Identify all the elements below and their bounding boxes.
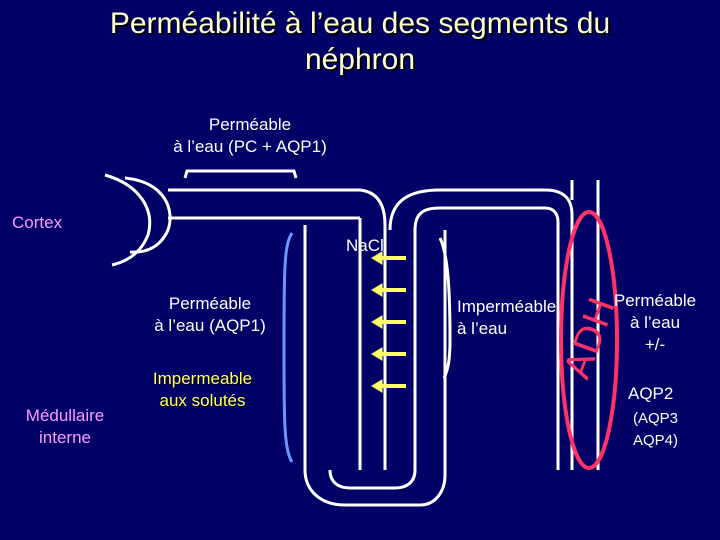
aqp2-label: AQP2 bbox=[628, 384, 674, 403]
descending-limb-label-line-1: Perméable bbox=[168, 294, 252, 313]
impermeable-water-line-2: à l’eau bbox=[457, 319, 508, 338]
loop-bottom-outer bbox=[385, 230, 447, 507]
collecting-duct-permeable-label: Perméable à l’eau +/- bbox=[600, 290, 710, 356]
nacl-arrow bbox=[371, 251, 406, 265]
title-line-2: néphron bbox=[304, 43, 416, 76]
collecting-curve-inner bbox=[544, 206, 560, 470]
medullaire-label-line-1: Médullaire bbox=[25, 406, 105, 425]
impermeable-solutes-line-2: aux solutés bbox=[159, 391, 246, 410]
impermeable-solutes-label: Impermeable aux solutés bbox=[135, 368, 270, 412]
proximal-bracket bbox=[183, 169, 298, 179]
descending-bracket bbox=[282, 232, 294, 463]
nacl-arrow bbox=[371, 379, 406, 393]
nacl-arrows bbox=[371, 251, 406, 393]
impermeable-water-line-1: Imperméable bbox=[457, 297, 557, 316]
nacl-arrow bbox=[371, 315, 406, 329]
ascending-upper-outer bbox=[388, 188, 545, 231]
nacl-arrow bbox=[371, 347, 406, 361]
descending-limb-outer bbox=[359, 188, 387, 470]
proximal-label-line-2: à l’eau (PC + AQP1) bbox=[173, 137, 327, 156]
aqp34-line-1: (AQP3 bbox=[632, 410, 678, 427]
bowman-capsule-inner bbox=[124, 176, 172, 254]
descending-limb-label: Perméable à l’eau (AQP1) bbox=[130, 293, 290, 337]
descending-limb-label-line-2: à l’eau (AQP1) bbox=[154, 316, 266, 335]
right-perm-line-3: +/- bbox=[644, 335, 666, 354]
ascending-bracket bbox=[438, 237, 452, 379]
bowman-capsule-outer bbox=[104, 173, 152, 267]
slide-title: Perméabilité à l’eau des segments du nép… bbox=[0, 6, 720, 78]
title-line-1: Perméabilité à l’eau des segments du bbox=[109, 7, 611, 40]
aqp34-label: (AQP3 AQP4) bbox=[618, 408, 693, 452]
cortex-label: Cortex bbox=[12, 213, 63, 232]
collecting-curve-outer bbox=[544, 188, 574, 470]
proximal-label-line-1: Perméable bbox=[208, 115, 292, 134]
medullaire-label-line-2: interne bbox=[39, 428, 91, 447]
impermeable-water-label: Imperméable à l’eau bbox=[457, 296, 556, 340]
impermeable-solutes-line-1: Impermeable bbox=[152, 369, 253, 388]
medullaire-label: Médullaire interne bbox=[20, 405, 110, 449]
adh-ellipse bbox=[559, 210, 619, 470]
right-perm-line-1: Perméable bbox=[613, 291, 697, 310]
aqp34-line-2: AQP4) bbox=[632, 432, 678, 449]
loop-outer-left bbox=[303, 225, 385, 507]
right-perm-line-2: à l’eau bbox=[629, 313, 681, 332]
proximal-label: Perméable à l’eau (PC + AQP1) bbox=[150, 114, 350, 158]
nacl-arrow bbox=[371, 283, 406, 297]
ascending-upper-inner bbox=[413, 206, 545, 231]
nacl-label: NaCl bbox=[346, 236, 384, 255]
loop-bottom-inner bbox=[328, 230, 417, 490]
